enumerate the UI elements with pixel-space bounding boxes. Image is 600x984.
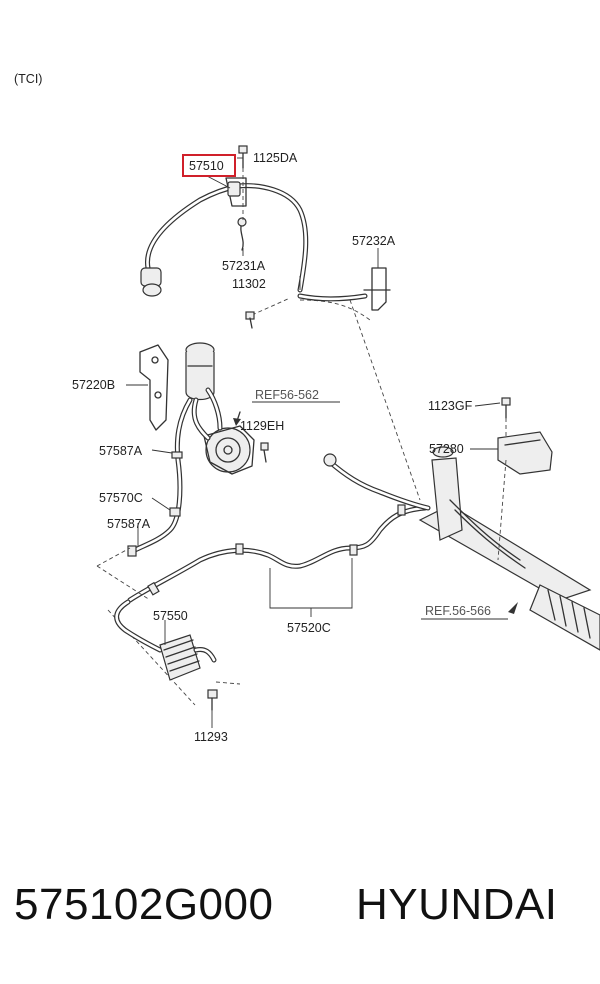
label-11302[interactable]: 11302 (232, 277, 266, 291)
return-pipe-57520C (127, 504, 428, 603)
footer-part-number: 575102G000 (14, 880, 274, 929)
label-57232A[interactable]: 57232A (352, 234, 396, 248)
label-57231A[interactable]: 57231A (222, 259, 266, 273)
power-steering-pump (191, 387, 255, 475)
label-57587A-bottom[interactable]: 57587A (107, 517, 151, 531)
label-57570C[interactable]: 57570C (99, 491, 143, 505)
label-57510[interactable]: 57510 (189, 159, 224, 173)
label-1123GF[interactable]: 1123GF (428, 399, 473, 413)
label-1129EH[interactable]: 1129EH (240, 419, 284, 433)
return-line-57232A (297, 267, 391, 311)
variant-label: (TCI) (14, 72, 42, 86)
label-57520C[interactable]: 57520C (287, 621, 331, 635)
bolt-1123GF (501, 397, 511, 419)
highlight-box-57510 (182, 154, 236, 177)
bolt-11302 (245, 311, 255, 329)
bolt-1129EH (260, 442, 269, 463)
reservoir-bracket-57220B (139, 344, 169, 431)
heat-shield-57280 (497, 431, 553, 475)
bolt-11293 (207, 689, 218, 711)
label-ref56-562[interactable]: REF56-562 (255, 388, 319, 402)
label-ref56-566[interactable]: REF.56-566 (425, 604, 491, 618)
label-57220B[interactable]: 57220B (72, 378, 115, 392)
steering-gear (323, 446, 600, 651)
label-1125DA[interactable]: 1125DA (253, 151, 298, 165)
pressure-hose-57510 (140, 145, 309, 297)
footer-brand: HYUNDAI (356, 880, 558, 929)
suction-hose-57570C (127, 397, 193, 557)
label-57550[interactable]: 57550 (153, 609, 188, 623)
reservoir (185, 342, 215, 401)
label-57280[interactable]: 57280 (429, 442, 464, 456)
label-11293[interactable]: 11293 (194, 730, 228, 744)
oil-cooler-57550 (114, 599, 217, 681)
label-57587A-top[interactable]: 57587A (99, 444, 143, 458)
